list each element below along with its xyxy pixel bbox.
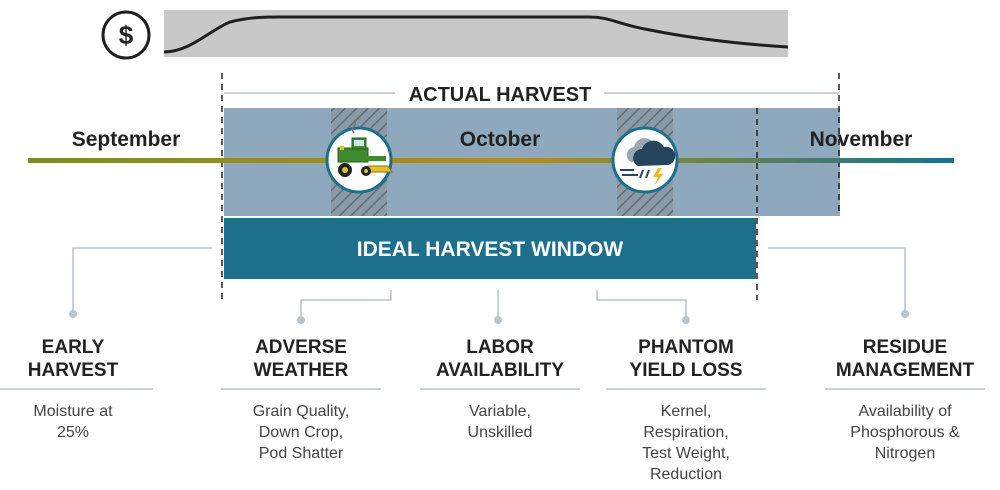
category-description-line: Moisture at [33,403,113,420]
actual-harvest-label: ACTUAL HARVEST [409,84,592,106]
category-title-line: EARLY [42,337,105,358]
category-description-line: Grain Quality, [253,403,350,420]
category-title-line: RESIDUE [863,337,947,358]
month-november: November [810,128,913,151]
connector-adverse-weather [300,290,392,318]
timeline-line [28,158,954,163]
connector-phantom-yield [596,290,687,318]
month-october: October [460,128,541,151]
category-description-line: 25% [57,424,89,441]
category-title-line: AVAILABILITY [436,360,564,381]
category-description-line: Availability of [858,403,952,420]
storm-cloud-icon [611,126,679,194]
category-title-line: PHANTOM [638,337,734,358]
dollar-symbol: $ [119,20,134,50]
category-description-line: Nitrogen [875,445,935,462]
connector-early-harvest [72,247,212,312]
combine-harvester-icon [325,119,393,194]
category-description-line: Reduction [650,466,722,483]
connector-residue [768,247,906,312]
category-title-line: ADVERSE [255,337,347,358]
category-description-line: Unskilled [468,424,533,441]
category-description-line: Variable, [469,403,531,420]
category-description-line: Respiration, [643,424,728,441]
price-curve-panel [163,10,789,57]
dollar-icon: $ [101,10,151,60]
category-description-line: Phosphorous & [850,424,960,441]
month-september: September [72,128,181,151]
category-description-line: Test Weight, [642,445,730,462]
category-title-line: YIELD LOSS [630,360,743,381]
category-title-line: WEATHER [254,360,349,381]
category-description-line: Down Crop, [259,424,343,441]
category-title-line: HARVEST [28,360,119,381]
category-description-line: Pod Shatter [259,445,344,462]
ideal-harvest-window-label: IDEAL HARVEST WINDOW [357,238,624,261]
category-title-line: MANAGEMENT [836,360,975,381]
category-title-line: LABOR [466,337,534,358]
price-curve [163,15,789,54]
category-description-line: Kernel, [661,403,712,420]
ideal-harvest-window-bar [224,218,756,279]
connector-dots [69,310,909,324]
connectors [72,247,906,318]
